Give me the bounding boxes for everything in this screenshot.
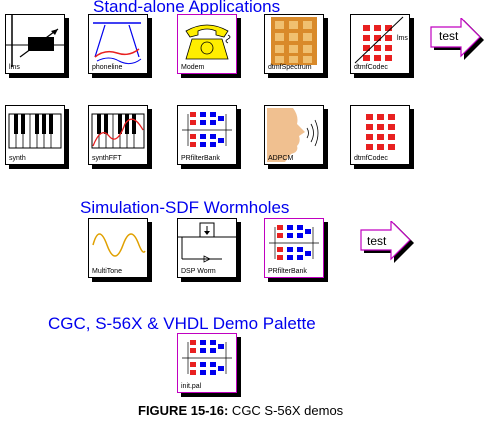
icon-label: PRfilterBank bbox=[268, 268, 307, 275]
icon-label: Modem bbox=[181, 64, 205, 71]
dtmf-codec-icon[interactable]: dtmfCodec bbox=[350, 105, 410, 165]
adpcm-icon[interactable]: ADPCM bbox=[264, 105, 324, 165]
icon-label: init.pal bbox=[181, 383, 202, 390]
multitone-icon[interactable]: MultiTone bbox=[88, 218, 148, 278]
icon-label: dtmfSpectrum bbox=[268, 64, 312, 71]
filter-bank-symbol bbox=[182, 340, 232, 375]
filter-bank-symbol bbox=[269, 225, 319, 260]
section-title-cgc: CGC, S-56X & VHDL Demo Palette bbox=[48, 314, 316, 333]
keyboard-fft-symbol bbox=[91, 113, 145, 149]
pr-filter-bank-icon[interactable]: PRfilterBank bbox=[177, 105, 237, 165]
phoneline-symbol bbox=[93, 22, 142, 65]
lms-icon[interactable]: lms bbox=[5, 14, 65, 74]
icon-label: dtmfCodec bbox=[354, 64, 388, 71]
init-pal-icon[interactable]: init.pal bbox=[177, 333, 237, 393]
dtmf-codec-lms-icon[interactable]: dtmfCodec lms bbox=[350, 14, 410, 74]
section-title-standalone: Stand-alone Applications bbox=[93, 0, 281, 16]
icon-label: DSP Worm bbox=[181, 268, 216, 275]
icon-label: dtmfCodec bbox=[354, 155, 388, 162]
figure-caption-text: CGC S-56X demos bbox=[228, 403, 344, 418]
codec-grid-symbol bbox=[354, 16, 404, 64]
icon-label: ADPCM bbox=[268, 155, 294, 162]
test-arrow-label: test bbox=[367, 234, 387, 248]
filter-bank-symbol bbox=[182, 112, 232, 147]
icon-label: lms bbox=[9, 64, 20, 71]
telephone-symbol bbox=[185, 24, 231, 60]
synth-fft-icon[interactable]: synthFFT bbox=[88, 105, 148, 165]
test-arrow-button[interactable]: test bbox=[360, 219, 416, 265]
phoneline-icon[interactable]: phoneline bbox=[88, 14, 148, 74]
keyboard-symbol bbox=[8, 113, 62, 149]
dtmf-codec-extra-label: lms bbox=[397, 35, 408, 42]
dtmf-spectrum-icon[interactable]: dtmfSpectrum bbox=[264, 14, 324, 74]
codec-grid-symbol bbox=[366, 114, 395, 150]
figure-caption: FIGURE 15-16: CGC S-56X demos bbox=[138, 403, 343, 418]
icon-label: synthFFT bbox=[92, 155, 122, 162]
icon-label: synth bbox=[9, 155, 26, 162]
section-title-simulation: Simulation-SDF Wormholes bbox=[80, 198, 290, 217]
sine-wave-symbol bbox=[92, 233, 146, 257]
test-arrow-button[interactable]: test bbox=[430, 16, 486, 62]
synth-icon[interactable]: synth bbox=[5, 105, 65, 165]
right-arrow-icon bbox=[360, 219, 414, 263]
icon-label: phoneline bbox=[92, 64, 123, 71]
lms-symbol bbox=[6, 15, 64, 67]
pr-filter-bank-worm-icon[interactable]: PRfilterBank bbox=[264, 218, 324, 278]
dsp-worm-icon[interactable]: DSP Worm bbox=[177, 218, 237, 278]
speaking-face-symbol bbox=[267, 108, 319, 162]
icon-label: PRfilterBank bbox=[181, 155, 220, 162]
right-arrow-icon bbox=[430, 16, 484, 60]
figure-caption-prefix: FIGURE 15-16: bbox=[138, 403, 229, 418]
modem-icon[interactable]: Modem bbox=[177, 14, 237, 74]
spectrum-grid-symbol bbox=[271, 17, 317, 65]
test-arrow-label: test bbox=[439, 29, 459, 43]
icon-label: MultiTone bbox=[92, 268, 122, 275]
dsp-block-symbol bbox=[178, 222, 236, 263]
